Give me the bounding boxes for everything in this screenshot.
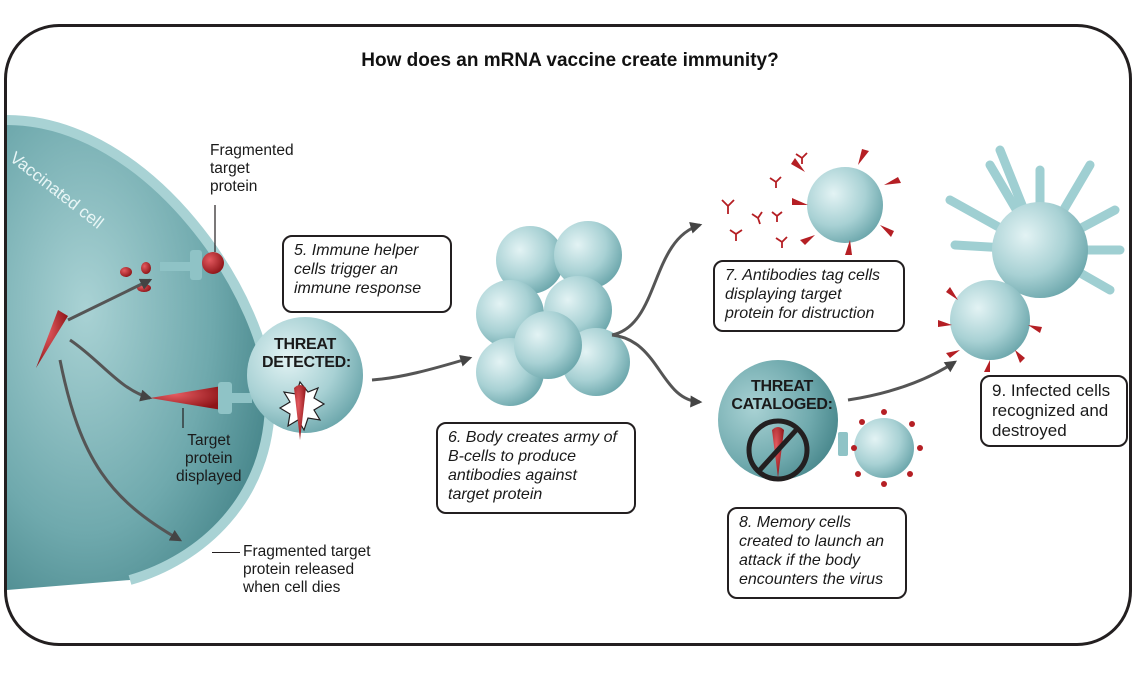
step-line: displaying target (725, 286, 842, 303)
step-line: target protein (448, 486, 543, 503)
label-line: target (210, 160, 250, 177)
step-7-box: 7. Antibodies tag cells displaying targe… (713, 260, 905, 332)
step-line: destroyed (992, 421, 1067, 440)
label-line: Fragmented (210, 142, 294, 159)
label-line: DETECTED: (262, 354, 351, 371)
step-9-box: 9. Infected cells recognized and destroy… (980, 375, 1128, 447)
fragmented-protein-receptor (120, 205, 224, 292)
memory-cell (718, 360, 923, 487)
step-line: attack if the body (739, 552, 860, 569)
step-6-box: 6. Body creates army of B-cells to produ… (436, 422, 636, 514)
step-line: 6. Body creates army of (448, 429, 617, 446)
step-line: immune response (294, 280, 422, 297)
arrow-to-bcells (371, 355, 473, 382)
label-line: displayed (176, 468, 242, 485)
label-line: Fragmented target (243, 543, 371, 560)
step-8-box: 8. Memory cells created to launch an att… (727, 507, 907, 599)
leader-line (212, 552, 240, 553)
arrow-to-destroyed (847, 360, 958, 402)
label-line: CATALOGED: (731, 396, 833, 413)
fragmented-released-label: Fragmented target protein released when … (243, 543, 371, 597)
step-line: recognized and (992, 401, 1109, 420)
spike-protein (36, 310, 68, 368)
label-line: protein (185, 450, 233, 467)
antibody-tagged-cell (721, 149, 901, 255)
b-cell-cluster (476, 221, 630, 406)
label-line: Target (187, 432, 231, 449)
step-line: 8. Memory cells (739, 514, 852, 531)
step-line: 7. Antibodies tag cells (725, 267, 881, 284)
threat-detected-label: THREAT DETECTED: (262, 336, 351, 372)
step-line: antibodies against (448, 467, 577, 484)
label-line: THREAT (274, 336, 336, 353)
label-line: protein (210, 178, 258, 195)
split-arrows (611, 222, 703, 408)
target-protein-displayed (150, 382, 252, 428)
step-line: 5. Immune helper (294, 242, 419, 259)
fragmented-target-protein-label: Fragmented target protein (210, 142, 294, 196)
diagram-title: How does an mRNA vaccine create immunity… (361, 50, 779, 71)
process-arrows-left (58, 278, 183, 542)
label-line: THREAT (751, 378, 813, 395)
step-line: cells trigger an (294, 261, 399, 278)
helper-cell (247, 317, 363, 440)
threat-cataloged-label: THREAT CATALOGED: (722, 378, 842, 414)
step-5-box: 5. Immune helper cells trigger an immune… (282, 235, 452, 313)
step-line: protein for distruction (725, 305, 875, 322)
label-line: when cell dies (243, 579, 341, 596)
step-line: 9. Infected cells (992, 381, 1111, 400)
macrophage-infected-cell (938, 145, 1125, 372)
step-line: encounters the virus (739, 571, 884, 588)
step-line: B-cells to produce (448, 448, 577, 465)
target-protein-displayed-label: Target protein displayed (176, 432, 242, 486)
step-line: created to launch an (739, 533, 884, 550)
label-line: protein released (243, 561, 355, 578)
